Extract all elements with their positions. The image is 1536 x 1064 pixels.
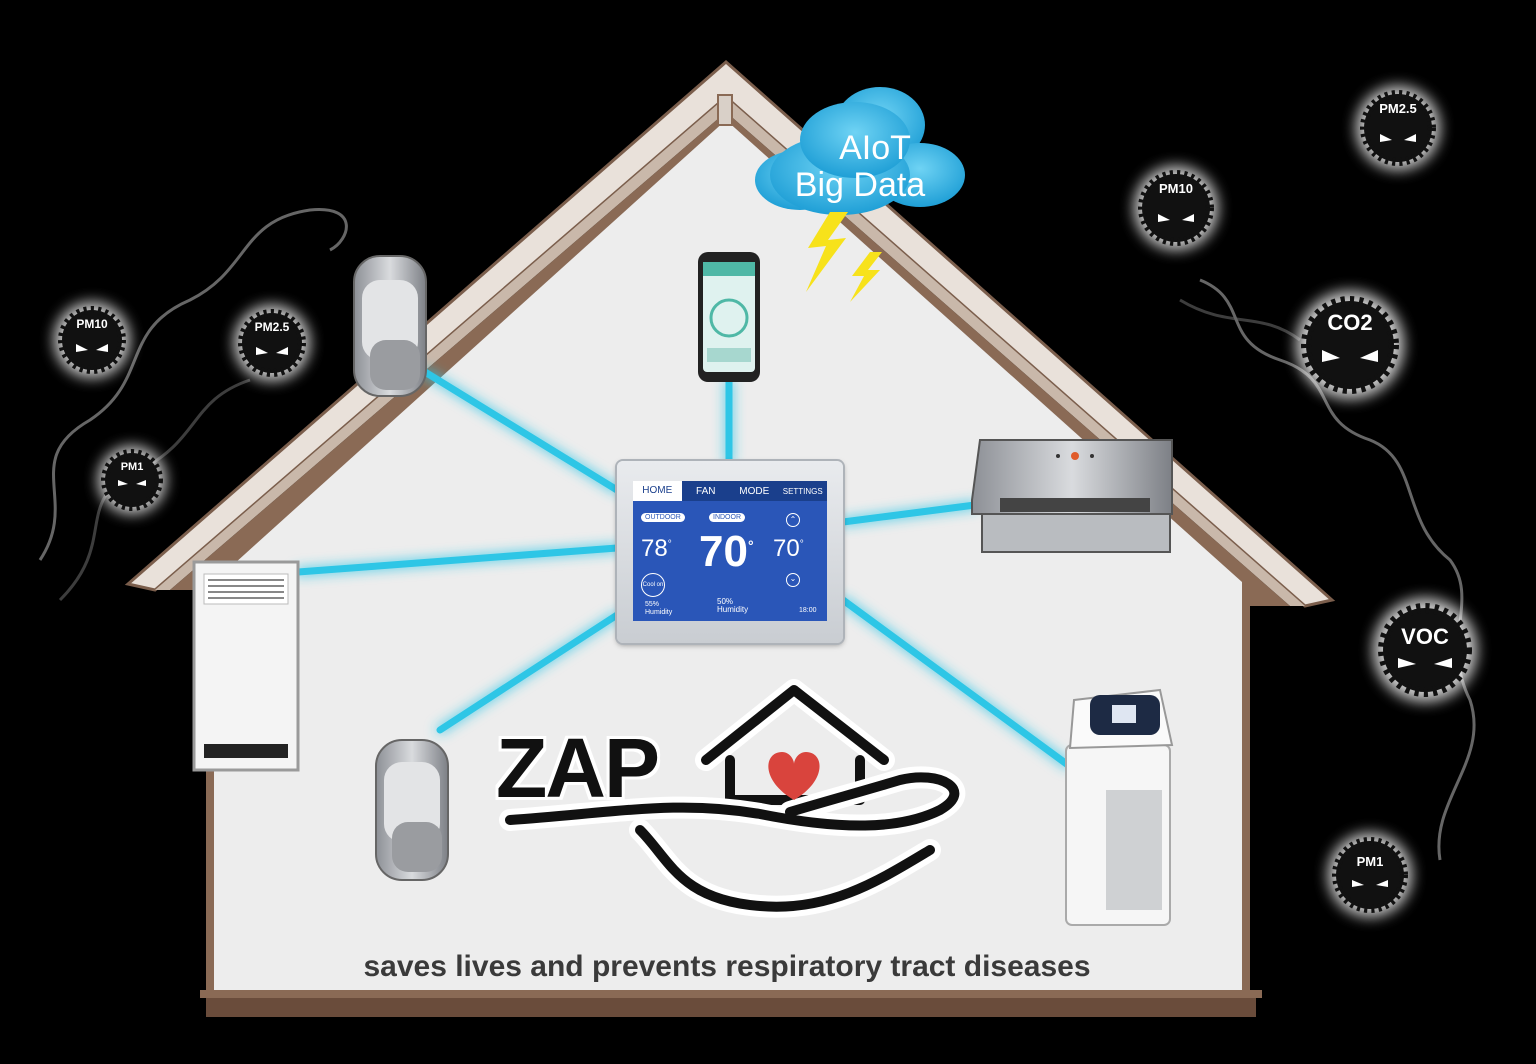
thermostat-tab-bar: HOME FAN MODE SETTINGS [633,481,827,501]
germ-label-voc: VOC [1401,624,1449,649]
germ-label-right-pm25: PM2.5 [1379,101,1417,116]
outdoor-label: OUTDOOR [641,513,685,522]
smartphone-device [698,252,760,382]
indoor-label: INDOOR [709,513,745,522]
outdoor-temp: 78° [641,535,672,562]
germ-right-pm10 [1134,166,1218,250]
germ-label-co2: CO2 [1327,310,1372,335]
cloud-shape [755,87,965,215]
germ-right-pm25 [1356,86,1440,170]
lightning-icon [806,212,882,302]
set-temp: 70° [773,535,804,562]
germ-voc [1373,598,1477,702]
range-hood [971,439,1173,553]
germ-label-right-pm10: PM10 [1159,181,1193,196]
temp-down-button[interactable]: ⌄ [786,573,800,587]
germ-right-pm1 [1328,833,1412,917]
clock-time: 18:00 [799,607,817,614]
zap-logo-text: ZAP [496,721,660,815]
tab-fan[interactable]: FAN [696,485,716,497]
cloud-label-big-data: Big Data [794,166,926,204]
outdoor-humidity: 55%Humidity [645,601,673,616]
heart-icon [768,752,820,800]
zap-logo-graphic [499,679,966,918]
indoor-temp: 70° [699,527,754,576]
germ-left-pm25 [234,305,310,381]
tab-mode[interactable]: MODE [739,485,770,497]
wall-sensor-top [353,255,427,397]
germ-co2 [1296,291,1404,399]
germ-label-left-pm1: PM1 [121,461,144,473]
tab-settings[interactable]: SETTINGS [782,486,823,496]
wall-sensor-bottom [375,739,449,881]
ceiling-heater-panel [192,560,300,772]
pollutant-germs: PM10 PM2.5 PM1 PM2.5 PM10 CO2 VOC PM1 [54,86,1477,917]
germ-left-pm1 [98,446,166,514]
thermostat-screen: HOME FAN MODE SETTINGS OUTDOOR INDOOR ⌃ … [633,481,827,621]
tagline: saves lives and prevents respiratory tra… [363,950,1091,983]
germ-label-left-pm10: PM10 [76,317,108,331]
germ-label-right-pm1: PM1 [1357,854,1384,869]
connection-lines [294,368,1072,769]
cool-on-button[interactable]: Cool on [641,573,665,597]
cloud-label-aiot: AIoT [839,129,911,167]
smart-thermostat: HOME FAN MODE SETTINGS OUTDOOR INDOOR ⌃ … [617,461,843,643]
indoor-humidity: 50%Humidity [717,597,749,614]
air-purifier [1065,688,1174,926]
germ-label-left-pm25: PM2.5 [255,320,290,334]
smoke-wisps [38,208,1476,861]
tab-home[interactable]: HOME [633,481,682,501]
germ-left-pm10 [54,302,130,378]
temp-up-button[interactable]: ⌃ [786,513,800,527]
